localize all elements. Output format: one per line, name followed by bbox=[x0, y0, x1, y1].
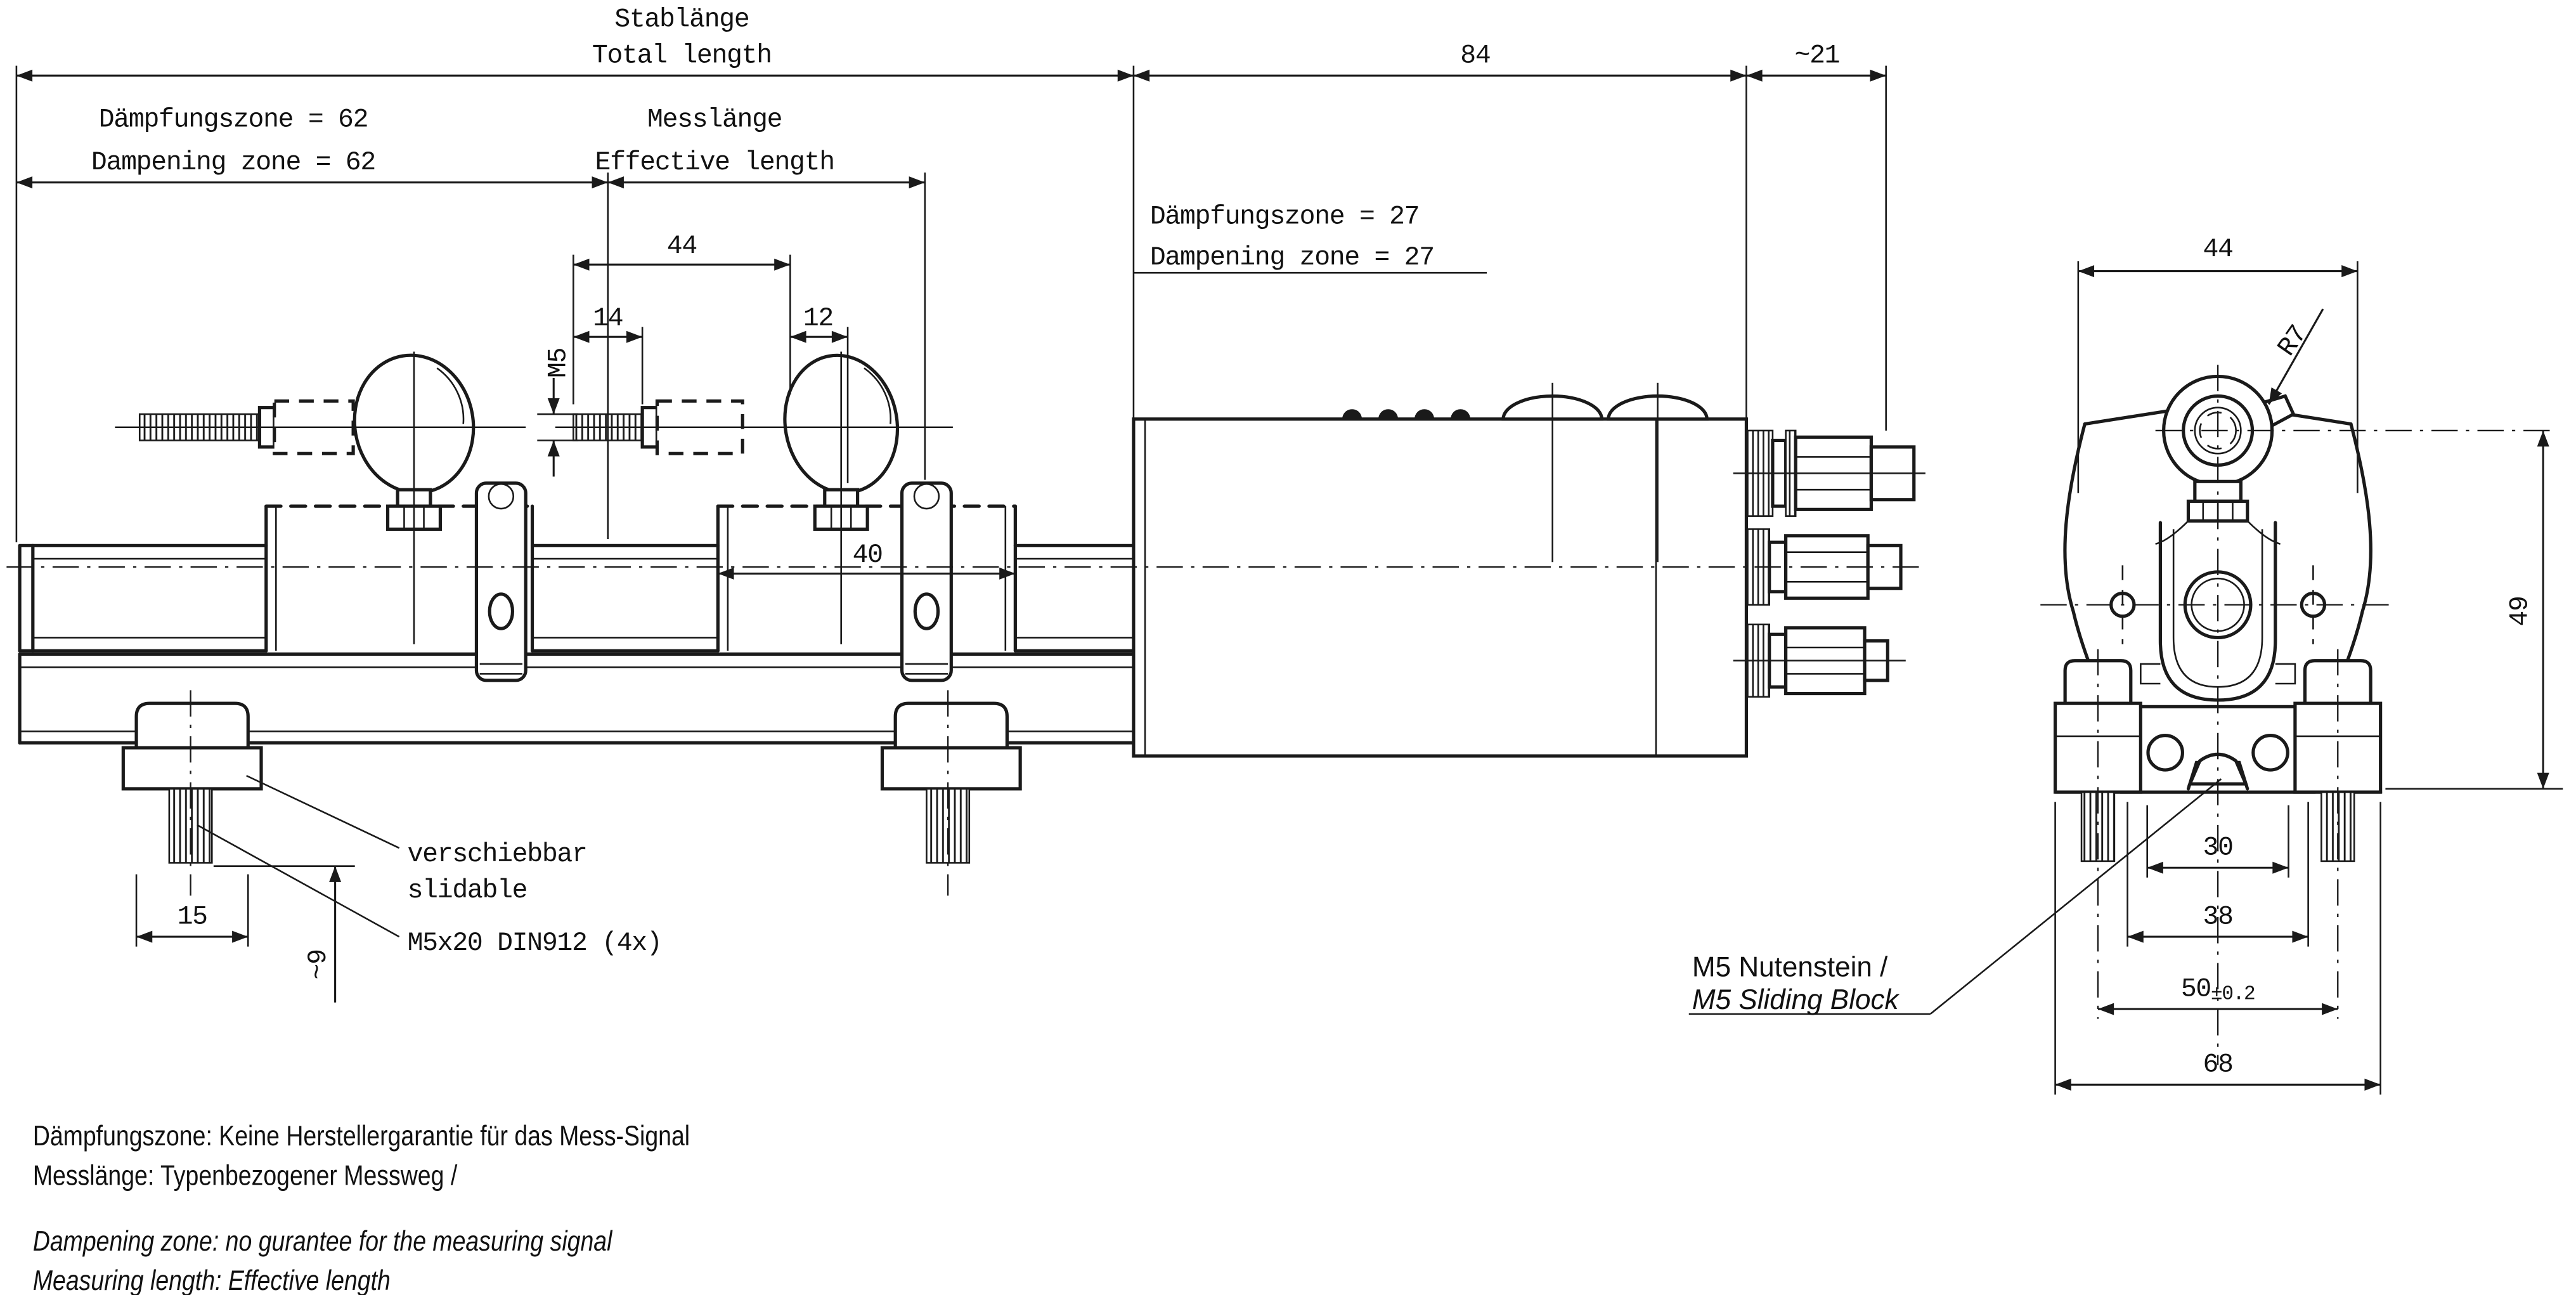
label-50: 50±0.2 bbox=[2181, 974, 2255, 1005]
note-de-2: Messlänge: Typenbezogener Messweg / bbox=[33, 1160, 458, 1192]
footnotes: Dämpfungszone: Keine Herstellergarantie … bbox=[33, 1120, 690, 1295]
label-49: 49 bbox=[2505, 596, 2535, 626]
label-sliding-block-en: M5 Sliding Block bbox=[1692, 984, 1900, 1015]
label-damping-right-en: Dampening zone = 27 bbox=[1150, 243, 1434, 273]
connector-bottom bbox=[1733, 623, 1906, 698]
label-screw-spec: M5x20 DIN912 (4x) bbox=[408, 928, 662, 958]
label-sliding-block-de: M5 Nutenstein / bbox=[1692, 951, 1888, 982]
housing-bump bbox=[1342, 409, 1362, 419]
sensing-rod bbox=[18, 543, 1136, 653]
label-84: 84 bbox=[1460, 41, 1490, 70]
label-14: 14 bbox=[593, 304, 623, 334]
label-m5: M5 bbox=[543, 348, 573, 378]
side-view bbox=[6, 351, 1926, 896]
clamp-bracket-right bbox=[900, 481, 953, 682]
mounting-foot-left bbox=[121, 690, 263, 896]
label-effective-en: Effective length bbox=[595, 148, 834, 178]
note-en-1: Dampening zone: no gurantee for the meas… bbox=[33, 1225, 612, 1257]
label-damping-left-en: Dampening zone = 62 bbox=[91, 148, 375, 178]
leader-r7 bbox=[2268, 308, 2324, 405]
ball-joint-left bbox=[115, 351, 526, 644]
housing-bump bbox=[1378, 409, 1399, 419]
note-de-1: Dämpfungszone: Keine Herstellergarantie … bbox=[33, 1120, 690, 1152]
label-total-length-en: Total length bbox=[592, 41, 772, 70]
label-38: 38 bbox=[2203, 902, 2233, 932]
connector-top bbox=[1733, 429, 1926, 517]
leader-sliding-block bbox=[1929, 778, 2222, 1015]
housing-bump bbox=[1451, 409, 1471, 419]
label-40: 40 bbox=[853, 540, 883, 570]
end-view bbox=[2040, 365, 2556, 1065]
leader-slidable bbox=[246, 774, 400, 849]
label-44-end: 44 bbox=[2203, 235, 2233, 264]
leader-screw-spec bbox=[197, 824, 400, 938]
label-15: 15 bbox=[178, 902, 207, 932]
label-damping-left-de: Dämpfungszone = 62 bbox=[99, 105, 368, 135]
label-effective-de: Messlänge bbox=[647, 105, 782, 135]
label-slidable-en: slidable bbox=[408, 876, 527, 906]
connector-stack bbox=[1733, 429, 1926, 698]
clamp-bracket-left bbox=[474, 481, 527, 682]
label-slidable-de: verschiebbar bbox=[408, 840, 587, 869]
housing-bump bbox=[1414, 409, 1435, 419]
label-30: 30 bbox=[2203, 833, 2233, 863]
label-9: ~9 bbox=[304, 949, 333, 979]
mounting-foot-right bbox=[880, 690, 1022, 896]
ball-joint-right bbox=[555, 351, 953, 644]
label-12: 12 bbox=[803, 304, 833, 334]
labels: Stablänge Total length Dämpfungszone = 6… bbox=[91, 4, 2535, 1079]
label-damping-right-de: Dämpfungszone = 27 bbox=[1150, 202, 1419, 231]
label-44-side: 44 bbox=[667, 231, 697, 261]
body-top-left bbox=[2083, 409, 2170, 426]
dimensions bbox=[15, 65, 2563, 1095]
label-21: ~21 bbox=[1794, 41, 1839, 70]
label-68: 68 bbox=[2203, 1050, 2233, 1080]
label-total-length-de: Stablänge bbox=[614, 4, 749, 34]
note-en-2: Measuring length: Effective length bbox=[33, 1265, 391, 1295]
